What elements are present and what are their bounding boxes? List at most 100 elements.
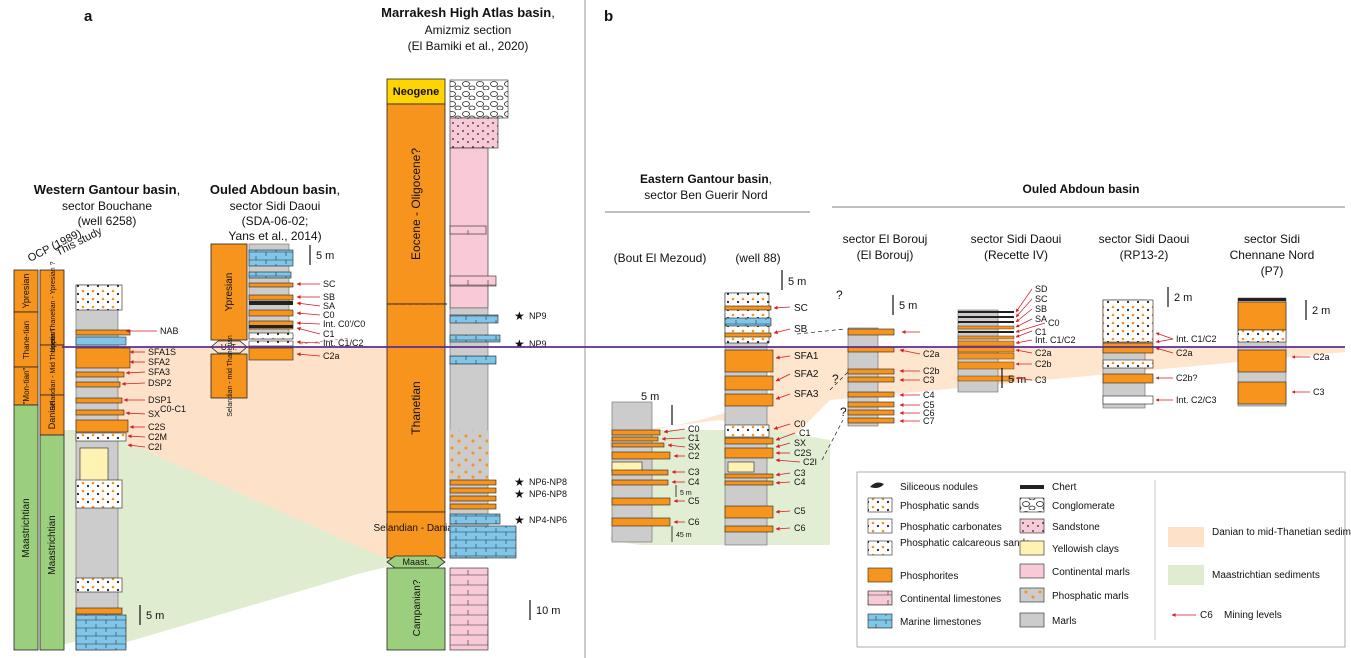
- bout-level-c1: C1: [688, 433, 700, 443]
- recette-level-sb: SB: [1035, 304, 1047, 314]
- legend-maastrichtian-sediments: Maastrichtian sediments: [1212, 570, 1320, 581]
- borouj-level-c6: C6: [923, 408, 935, 418]
- recette-level-sa: SA: [1035, 314, 1047, 324]
- continental-limestones-swatch: [867, 590, 893, 606]
- bout-gap-45m: 45 m: [676, 532, 692, 539]
- study-stage-upper-thanetian: Upper Thanetian - Ypresian ?: [50, 261, 57, 352]
- ouled-a-title: Ouled Abdoun basin,: [210, 182, 340, 197]
- ocp-stage-montian: "Mon-tian": [22, 367, 31, 404]
- ouled-b-header: Ouled Abdoun basin: [1023, 182, 1140, 196]
- recette-level-c2b: C2b: [1035, 359, 1052, 369]
- rp-level-int-c2: Int. C2/C3: [1176, 395, 1217, 405]
- star-icon: ★: [514, 337, 525, 351]
- marrakesh-stage-selandian: Selandian - Danian: [373, 523, 458, 534]
- panel-a-label: a: [84, 8, 93, 25]
- ocp-stage-maastrichtian: Maastrichtian: [21, 498, 32, 557]
- chennane-level-c2a: C2a: [1313, 352, 1330, 362]
- bout-el-mezoud-column: [611, 401, 671, 543]
- marrakesh-section: Amizmiz section: [425, 23, 512, 37]
- phosphatic-carbonates-swatch: [867, 518, 893, 534]
- rp-level-c2b: C2b?: [1176, 373, 1198, 383]
- legend-mining-key: C6: [1200, 610, 1213, 621]
- star-icon: ★: [514, 487, 525, 501]
- study-stage-danian: Danian: [47, 401, 57, 430]
- bout-scale: 5 m 5 m 45 m: [641, 391, 692, 542]
- ouled-a-level-c2a: C2a: [323, 351, 340, 361]
- borouj-column: [847, 327, 895, 427]
- legend-box: [856, 471, 1346, 648]
- marrakesh-nannofossil-zones: ★ NP9 ★ NP9 ★ NP6-NP8 ★ NP6-NP8 ★ NP4-NP…: [514, 309, 567, 527]
- chennane-code: (P7): [1261, 264, 1284, 278]
- legend-continental-limestones: Continental limestones: [900, 594, 1001, 605]
- level-sfa1s: SFA1S: [148, 347, 176, 357]
- ouled-a-level-sa: SA: [323, 301, 335, 311]
- level-dsp2: DSP2: [148, 378, 172, 388]
- recette-level-c0: C0: [1048, 318, 1060, 328]
- w88-level-c1: C1: [799, 428, 811, 438]
- star-icon: ★: [514, 475, 525, 489]
- siliceous-nodule-icon: [870, 482, 884, 488]
- chennane-scale-label: 2 m: [1312, 305, 1330, 317]
- western-well: (well 6258): [78, 214, 137, 228]
- level-sx: SX: [148, 409, 160, 419]
- nanno-np6-np8-a: NP6-NP8: [529, 477, 567, 487]
- ouled-a-scale-bar: 5 m: [309, 245, 334, 265]
- legend-continental-marls: Continental marls: [1052, 567, 1130, 578]
- rp-mining-levels: Int. C1/C2 C2a C2b? Int. C2/C3: [1155, 332, 1217, 405]
- continental-marls-swatch: [1019, 563, 1045, 579]
- w88-level-c2s: C2S: [794, 448, 812, 458]
- danian-shade-b: [610, 347, 1345, 450]
- phosphatic-marls-swatch: [1019, 587, 1045, 603]
- western-scale-label: 5 m: [146, 610, 164, 622]
- nanno-np9-a: NP9: [529, 311, 547, 321]
- eastern-title: Eastern Gantour basin,: [640, 172, 772, 186]
- bout-level-c3: C3: [688, 467, 700, 477]
- borouj-level-c5: C5: [923, 400, 935, 410]
- w88-level-c6: C6: [794, 523, 806, 533]
- rp-title: sector Sidi Daoui: [1099, 232, 1190, 246]
- marrakesh-title: Marrakesh High Atlas basin,: [381, 5, 555, 20]
- uncertain-correlations: ? ? ?: [796, 288, 849, 461]
- level-c0-c1: C0-C1: [160, 404, 186, 414]
- nanno-np9-b: NP9: [529, 339, 547, 349]
- chennane-subtitle: Chennane Nord: [1230, 248, 1315, 262]
- rp-scale: 2 m: [1167, 287, 1192, 307]
- ouled-a-stage-selandian: Selandian - mid Thanetian: [227, 335, 234, 417]
- legend-marine-limestones: Marine limestones: [900, 617, 981, 628]
- well-88-scale: 5 m: [781, 270, 806, 290]
- legend-yellowish-clays: Yellowish clays: [1052, 544, 1119, 555]
- w88-level-sfa3: SFA3: [794, 389, 819, 400]
- level-c2m: C2M: [148, 432, 167, 442]
- phosphatic-calc-sands-swatch: [867, 540, 893, 556]
- eastern-sector: sector Ben Guerir Nord: [644, 188, 767, 202]
- marrakesh-stage-eocene: Eocene - Oligocene?: [409, 148, 423, 260]
- maastrichtian-shade-swatch: [1168, 565, 1204, 585]
- recette-level-c2a: C2a: [1035, 348, 1052, 358]
- well-88-scale-label: 5 m: [788, 276, 806, 288]
- level-sfa3: SFA3: [148, 367, 170, 377]
- legend-marls: Marls: [1052, 616, 1076, 627]
- bout-level-c0: C0: [688, 424, 700, 434]
- chennane-level-c3: C3: [1313, 387, 1325, 397]
- legend-phosphatic-calcareous-sands: Phosphatic calcareous sands: [900, 538, 1030, 549]
- legend-conglomerate: Conglomerate: [1052, 501, 1115, 512]
- legend-phosphatic-marls: Phosphatic marls: [1052, 591, 1129, 602]
- marine-limestones-swatch: [867, 613, 893, 629]
- recette-level-sd: SD: [1035, 284, 1048, 294]
- w88-level-c5: C5: [794, 506, 806, 516]
- w88-level-sc: SC: [794, 303, 808, 314]
- w88-level-c2i: C2I: [803, 457, 817, 467]
- legend-col1: Siliceous nodules Phosphatic sands Phosp…: [867, 482, 1030, 629]
- recette-level-int-c1: Int. C1/C2: [1035, 335, 1076, 345]
- ouled-a-level-sc: SC: [323, 279, 336, 289]
- marrakesh-ref: (El Bamiki et al., 2020): [408, 39, 529, 53]
- recette-mining-levels: SD SC SB SA C0 C1 Int. C1/C2 C2a C2b C3: [1015, 284, 1076, 385]
- ouled-a-level-int-c1: Int. C1/C2: [323, 338, 364, 348]
- ocp-stage-thanetian: Thane-tian: [22, 321, 31, 359]
- marrakesh-scale-label: 10 m: [536, 605, 560, 617]
- bout-level-sx: SX: [688, 442, 700, 452]
- marrakesh-scale-bar: 10 m: [529, 600, 560, 620]
- borouj-subtitle: (El Borouj): [857, 248, 914, 262]
- w88-level-c0: C0: [794, 419, 806, 429]
